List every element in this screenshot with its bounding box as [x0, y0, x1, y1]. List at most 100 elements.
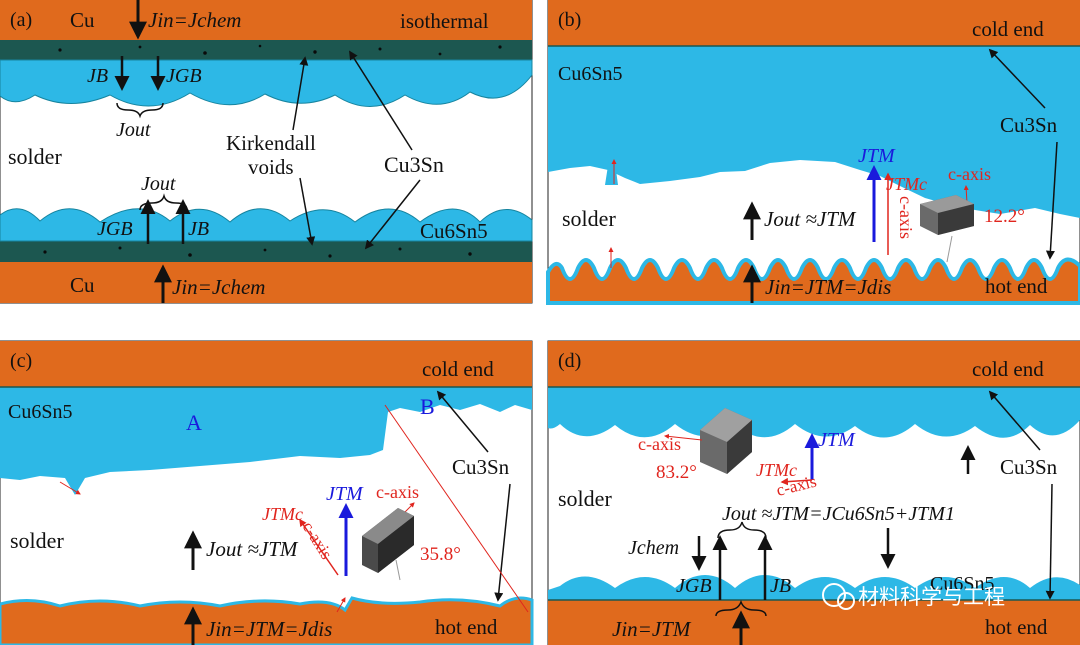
cu6sn5-bottom-scallops [548, 575, 1080, 600]
cu6sn5-bottom-scallops [0, 208, 533, 242]
crystal-cube [920, 195, 974, 235]
hot-end-label: hot end [985, 615, 1048, 639]
cold-end-label: cold end [422, 357, 494, 381]
jtmc-label: JTMc [886, 174, 927, 194]
condition-label: isothermal [400, 9, 489, 33]
jb-top-label: JB [87, 65, 108, 87]
jb-bottom-label: JB [188, 218, 209, 240]
copper-top-layer [0, 0, 532, 40]
kirkendall-label-1: Kirkendall [226, 131, 316, 155]
solder-label: solder [558, 486, 612, 511]
hot-end-label: hot end [985, 274, 1048, 298]
grain-boundary-line [384, 404, 529, 613]
cu6sn5-top-scallops [548, 387, 1080, 438]
cu-label-top: Cu [70, 8, 95, 32]
jtmc-label: JTMc [756, 460, 797, 480]
jout-bottom-label: Jout [141, 173, 176, 195]
panel-a: (a) Cu Jin=Jchem isothermal JB JGB Jout … [0, 0, 533, 304]
panel-label: (b) [558, 9, 581, 31]
cu3sn-label: Cu3Sn [1000, 455, 1058, 479]
cold-end-label: cold end [972, 17, 1044, 41]
cu-label-bottom: Cu [70, 273, 95, 297]
solder-label: solder [8, 144, 62, 169]
watermark: 材料科学与工程 [822, 583, 1005, 610]
panel-label: (d) [558, 350, 581, 372]
panel-d: (d) cold end hot end Cu3Sn solder c-axis… [547, 340, 1080, 645]
kirkendall-label-2: voids [248, 155, 294, 179]
flux-in-bottom: Jin=Jchem [172, 275, 265, 299]
angle-label: 35.8° [420, 544, 461, 565]
cu3sn-label: Cu3Sn [452, 455, 510, 479]
crystal-axis-line [946, 235, 953, 263]
angle-label: 83.2° [656, 462, 697, 483]
cu3sn-arrow-bottom [1045, 141, 1058, 260]
jin-brace [715, 599, 767, 617]
caxis-vertical-label: c-axis [896, 196, 916, 239]
jtmc-arrow [780, 477, 813, 486]
caxis-top-label: c-axis [948, 164, 991, 184]
jtmc-arrow [299, 518, 339, 576]
jb-label: JB [770, 575, 791, 597]
jgb-label: JGB [676, 575, 712, 597]
kirkendall-arrow-top [292, 56, 309, 131]
grain-a-label: A [186, 410, 202, 435]
flux-in-label: Jin=JTM=Jdis [765, 275, 891, 299]
jtm-label: JTM [818, 429, 856, 451]
cu3sn-arrow-bottom [364, 179, 421, 250]
cu3sn-arrow-bottom [1045, 483, 1055, 600]
cu3sn-arrow-top [988, 390, 1041, 451]
flux-in-top: Jin=Jchem [148, 8, 241, 32]
small-red-arrow-1 [59, 481, 81, 495]
caxis-left-label: c-axis [638, 434, 681, 454]
jout-top-brace [116, 102, 164, 119]
caxis-left-arrow [664, 433, 703, 441]
flux-in-label: Jin=JTM [612, 617, 692, 641]
crystal-axis-line [395, 559, 401, 581]
flux-in-label: Jin=JTM=Jdis [206, 617, 332, 641]
panel-b: (b) cold end hot end Cu6Sn5 Cu3Sn solder… [546, 0, 1080, 305]
cu3sn-top-layer [0, 40, 532, 60]
cu6sn5-label: Cu6Sn5 [8, 401, 72, 423]
crystal-cube [700, 408, 752, 474]
cold-end-label: cold end [972, 357, 1044, 381]
cu3sn-arrow-top [349, 50, 413, 151]
jout-approx-label: Jout ≈JTM [206, 537, 299, 561]
copper-cold-layer [548, 341, 1080, 387]
caxis-top-label: c-axis [376, 482, 419, 502]
jout-approx-label: Jout ≈JTM [764, 207, 857, 231]
kirkendall-void-dots [43, 44, 502, 258]
jout-brace [717, 521, 767, 539]
jtmc-label: JTMc [262, 504, 303, 524]
panel-label: (a) [10, 9, 32, 31]
cu3sn-arrow-top [436, 390, 489, 453]
jgb-top-label: JGB [166, 65, 202, 87]
cu6sn5-thick-layer [0, 387, 532, 495]
cu3sn-label: Cu3Sn [1000, 113, 1058, 137]
jtm-label: JTM [326, 483, 364, 505]
grain-b-label: B [420, 394, 435, 419]
cu3sn-arrow-top [988, 48, 1046, 109]
cu3sn-label: Cu3Sn [384, 152, 444, 177]
copper-hot-layer [0, 596, 534, 645]
cu6sn5-thick-layer [548, 46, 1080, 218]
angle-label: 12.2° [984, 206, 1025, 227]
copper-bottom-layer [0, 262, 532, 303]
solder-label: solder [562, 206, 616, 231]
cu6sn5-label: Cu6Sn5 [420, 219, 488, 243]
cu3sn-arrow-bottom [494, 483, 511, 602]
jtm-label: JTM [858, 145, 896, 167]
cu6sn5-label: Cu6Sn5 [930, 573, 994, 595]
cu6sn5-label: Cu6Sn5 [558, 63, 622, 85]
copper-cold-layer [548, 0, 1080, 46]
kirkendall-arrow-bottom [299, 177, 316, 246]
crystal-cube [362, 508, 414, 573]
watermark-text: 材料科学与工程 [858, 585, 1005, 609]
jgb-bottom-label: JGB [97, 218, 133, 240]
cu3sn-bottom-layer [0, 241, 532, 262]
jout-top-label: Jout [116, 119, 151, 141]
hot-end-label: hot end [435, 615, 498, 639]
cu6sn5-top-scallops [0, 59, 533, 107]
jchem-label: Jchem [628, 537, 679, 559]
jout-equation: Jout ≈JTM=JCu6Sn5+JTM1 [722, 503, 955, 525]
